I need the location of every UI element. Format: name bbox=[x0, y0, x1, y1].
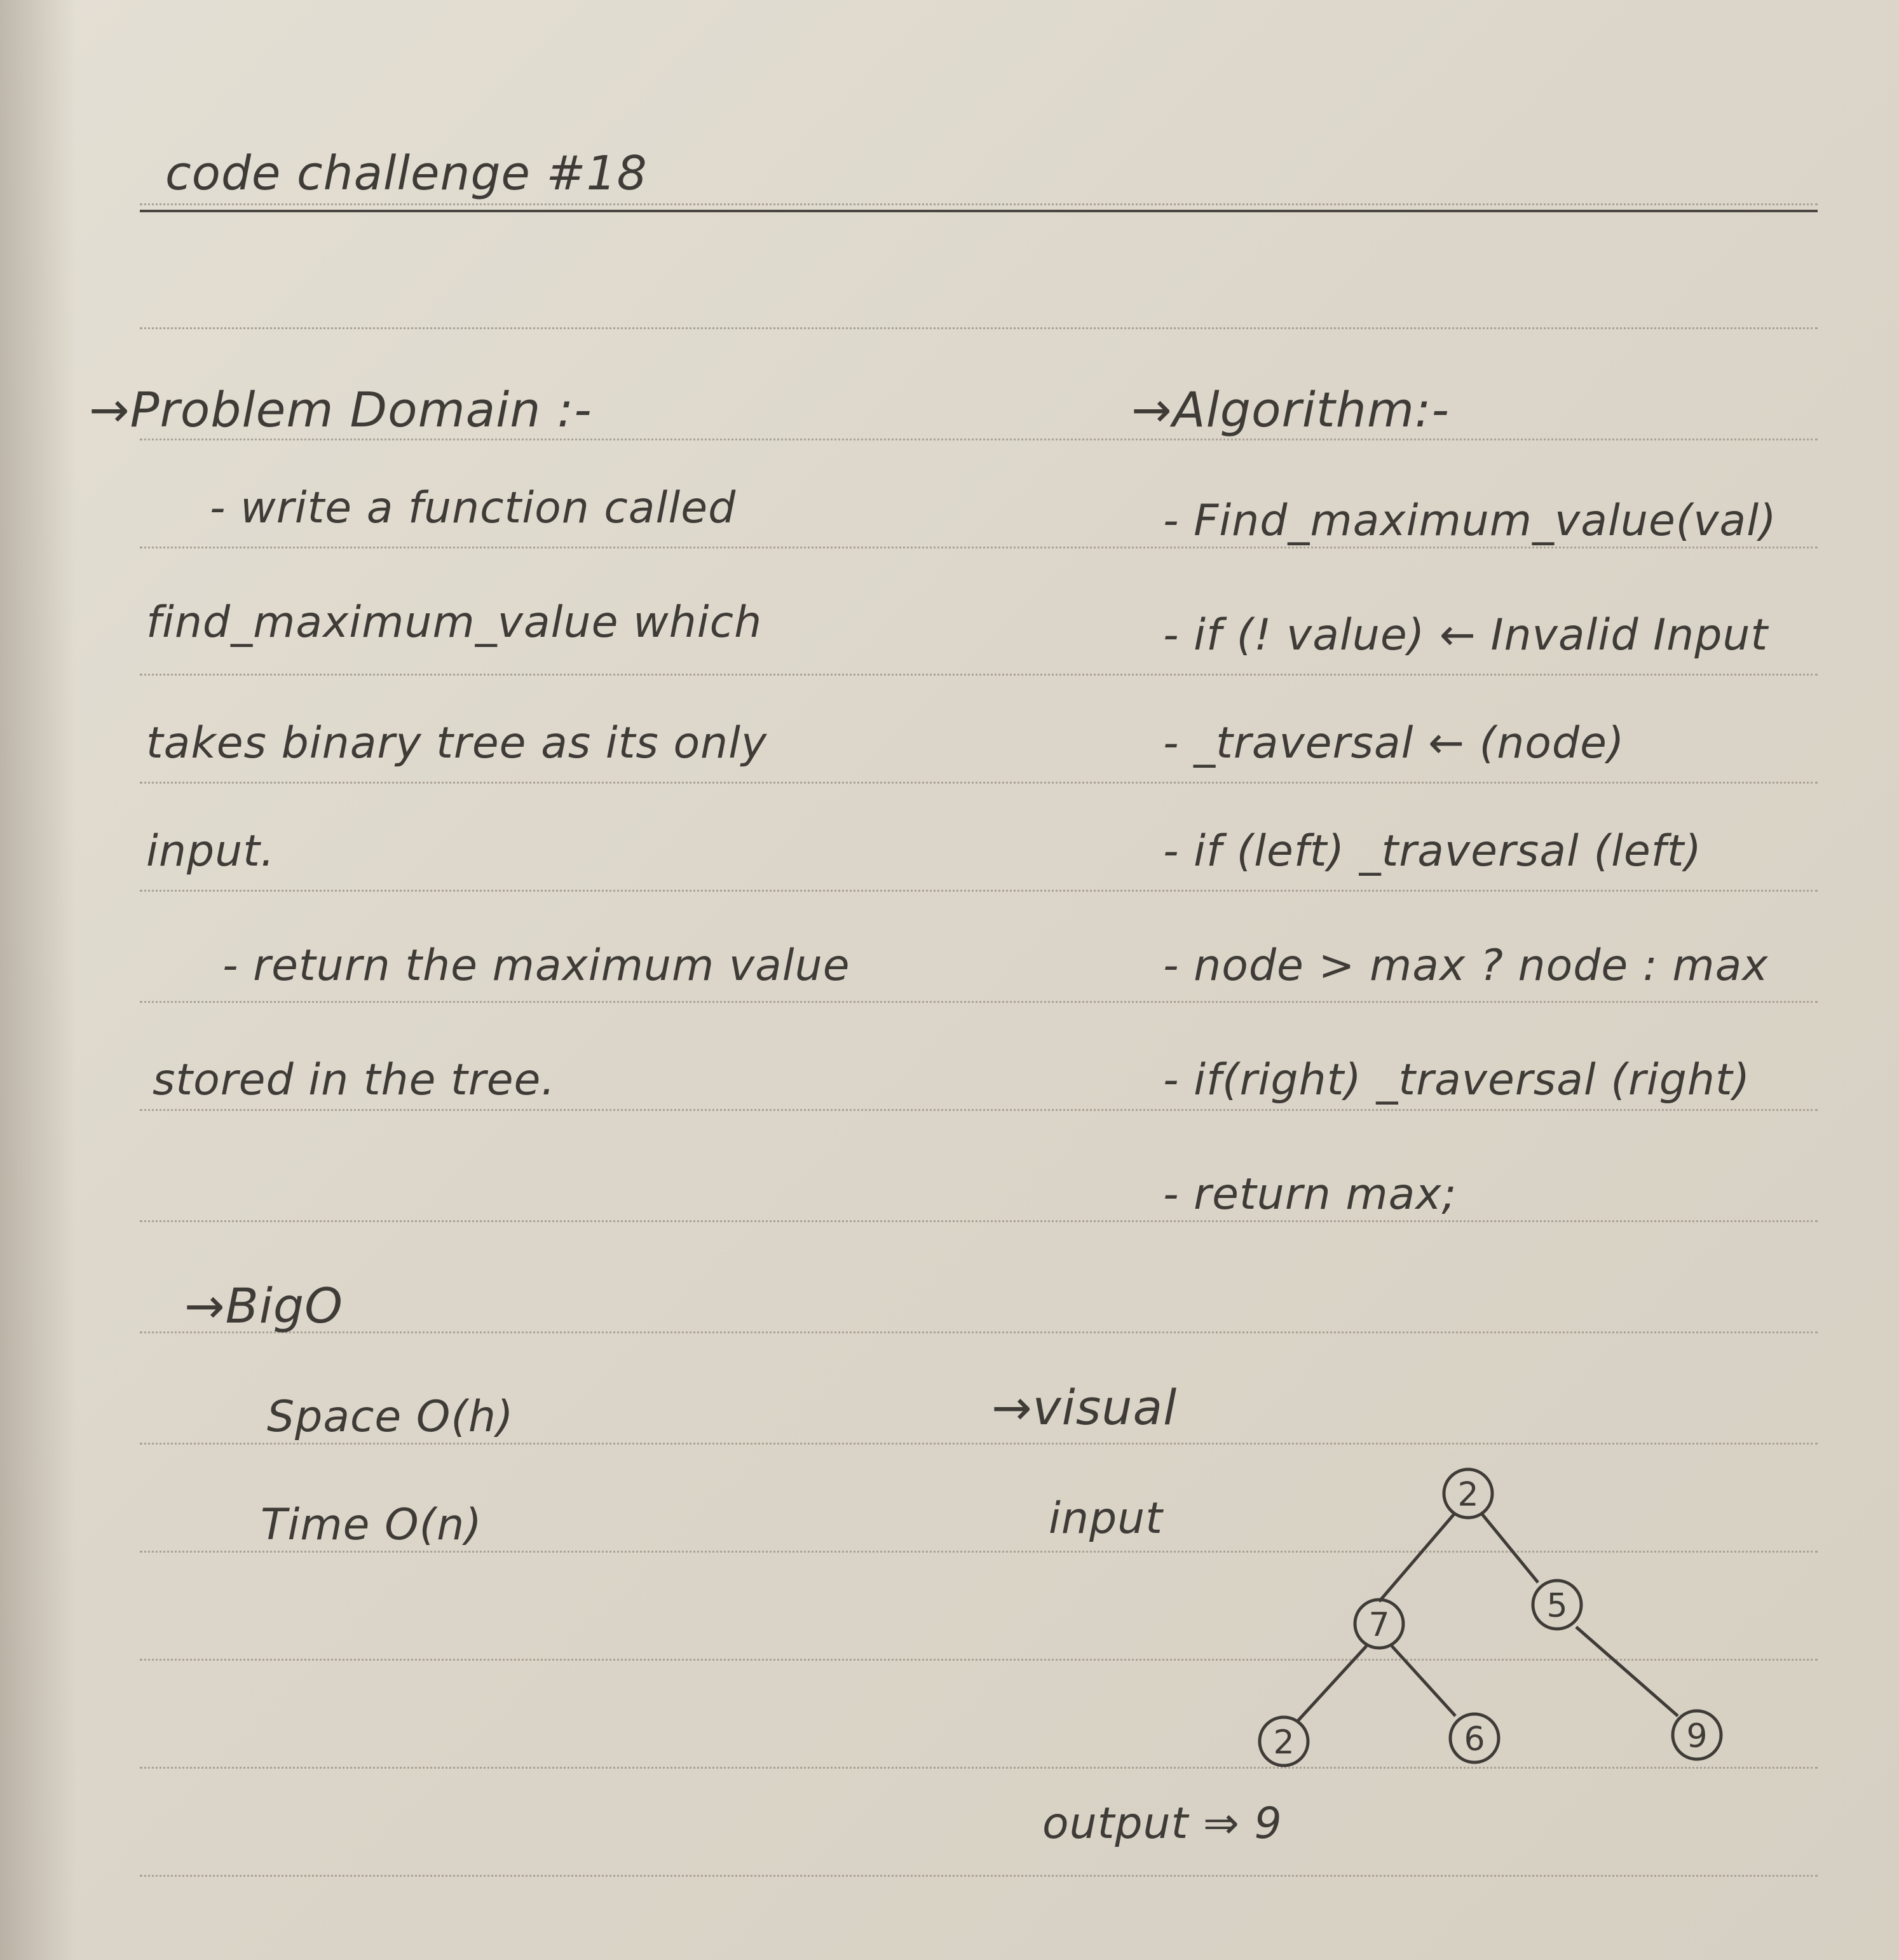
tree-node: 9 bbox=[1671, 1709, 1723, 1761]
ruled-line bbox=[140, 327, 1818, 329]
problem-domain-heading: →Problem Domain :- bbox=[89, 381, 592, 438]
problem-line-3: takes binary tree as its only bbox=[146, 718, 768, 768]
visual-heading: →visual bbox=[991, 1379, 1178, 1436]
algorithm-line-5: - node > max ? node : max bbox=[1163, 941, 1769, 991]
time-complexity: Time O(n) bbox=[261, 1500, 482, 1550]
problem-line-1: - write a function called bbox=[210, 483, 737, 533]
algorithm-line-2: - if (! value) ← Invalid Input bbox=[1163, 610, 1769, 660]
algorithm-line-6: - if(right) _traversal (right) bbox=[1163, 1055, 1751, 1105]
problem-line-6: stored in the tree. bbox=[153, 1055, 555, 1105]
tree-node: 7 bbox=[1353, 1598, 1405, 1650]
algorithm-heading: →Algorithm:- bbox=[1131, 381, 1450, 438]
ruled-line bbox=[140, 1443, 1818, 1445]
title-underline bbox=[140, 210, 1818, 212]
space-complexity: Space O(h) bbox=[267, 1392, 514, 1442]
tree-node-value: 5 bbox=[1546, 1587, 1567, 1625]
ruled-line bbox=[140, 203, 1818, 205]
ruled-line bbox=[140, 547, 1818, 548]
tree-node-value: 7 bbox=[1368, 1606, 1389, 1644]
algorithm-line-1: - Find_maximum_value(val) bbox=[1163, 496, 1777, 546]
ruled-line bbox=[140, 1659, 1818, 1661]
tree-node-value: 6 bbox=[1464, 1720, 1485, 1759]
ruled-line bbox=[140, 674, 1818, 676]
tree-node: 5 bbox=[1531, 1579, 1583, 1631]
ruled-line bbox=[140, 1551, 1818, 1553]
tree-node: 6 bbox=[1448, 1712, 1501, 1764]
tree-edge bbox=[1480, 1511, 1539, 1584]
ruled-line bbox=[140, 890, 1818, 892]
problem-line-4: input. bbox=[146, 826, 275, 876]
tree-edge bbox=[1575, 1626, 1679, 1717]
ruled-line bbox=[140, 1109, 1818, 1111]
tree-node: 2 bbox=[1258, 1715, 1310, 1767]
big-o-heading: →BigO bbox=[184, 1277, 343, 1334]
algorithm-line-4: - if (left) _traversal (left) bbox=[1163, 826, 1702, 876]
ruled-line bbox=[140, 1220, 1818, 1222]
output-label: output ⇒ 9 bbox=[1042, 1799, 1283, 1849]
ruled-line bbox=[140, 1001, 1818, 1003]
ruled-line bbox=[140, 1331, 1818, 1333]
ruled-line bbox=[140, 1767, 1818, 1769]
ruled-line bbox=[140, 439, 1818, 440]
problem-line-2: find_maximum_value which bbox=[146, 597, 763, 648]
tree-edge bbox=[1391, 1645, 1457, 1717]
tree-edge bbox=[1295, 1645, 1368, 1724]
algorithm-line-7: - return max; bbox=[1163, 1169, 1457, 1220]
problem-line-5: - return the maximum value bbox=[222, 941, 850, 991]
input-label: input bbox=[1049, 1494, 1163, 1544]
tree-node-value: 2 bbox=[1273, 1724, 1294, 1762]
ruled-line bbox=[140, 782, 1818, 784]
page-title: code challenge #18 bbox=[165, 146, 648, 201]
tree-edge bbox=[1378, 1511, 1457, 1603]
binary-tree-diagram: 2 7 5 2 6 9 bbox=[1258, 1467, 1723, 1767]
tree-node-value: 2 bbox=[1457, 1476, 1478, 1514]
ruled-line bbox=[140, 1875, 1818, 1877]
tree-node-value: 9 bbox=[1686, 1717, 1707, 1755]
tree-node: 2 bbox=[1442, 1467, 1494, 1520]
algorithm-line-3: - _traversal ← (node) bbox=[1163, 718, 1625, 768]
